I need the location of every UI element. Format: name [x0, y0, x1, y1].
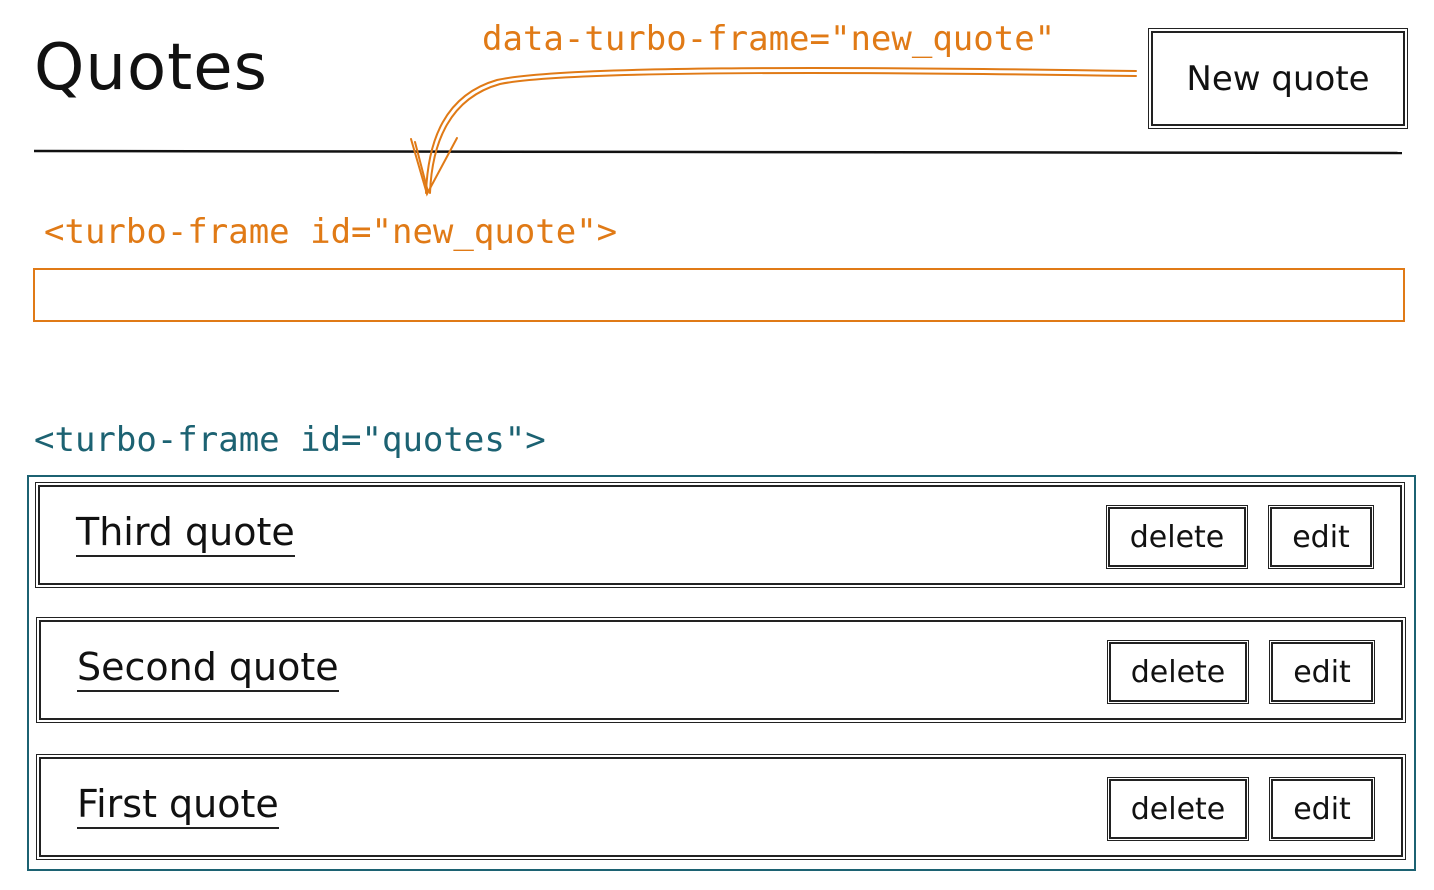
quote-title-link[interactable]: Second quote	[77, 647, 339, 692]
page-title: Quotes	[34, 31, 268, 105]
new-quote-frame	[33, 268, 1405, 322]
delete-button[interactable]: delete	[1107, 777, 1249, 841]
new-quote-frame-label: <turbo-frame id="new_quote">	[44, 212, 618, 252]
turbo-frame-attribute-annotation: data-turbo-frame="new_quote"	[482, 19, 1056, 59]
quote-title-link[interactable]: First quote	[77, 784, 279, 829]
quotes-frame-label: <turbo-frame id="quotes">	[34, 420, 546, 460]
header-divider	[33, 149, 1403, 155]
quote-row: Third quote delete edit	[35, 482, 1405, 588]
quote-row: Second quote delete edit	[36, 617, 1406, 723]
quotes-frame: Third quote delete edit Second quote del…	[27, 475, 1416, 871]
edit-button[interactable]: edit	[1269, 777, 1375, 841]
edit-button[interactable]: edit	[1269, 640, 1375, 704]
curved-arrow-icon	[410, 66, 1137, 197]
edit-button[interactable]: edit	[1268, 505, 1374, 569]
quote-title-link[interactable]: Third quote	[76, 512, 295, 557]
delete-button[interactable]: delete	[1106, 505, 1248, 569]
quote-row: First quote delete edit	[36, 754, 1406, 860]
new-quote-button[interactable]: New quote	[1148, 28, 1408, 129]
delete-button[interactable]: delete	[1107, 640, 1249, 704]
